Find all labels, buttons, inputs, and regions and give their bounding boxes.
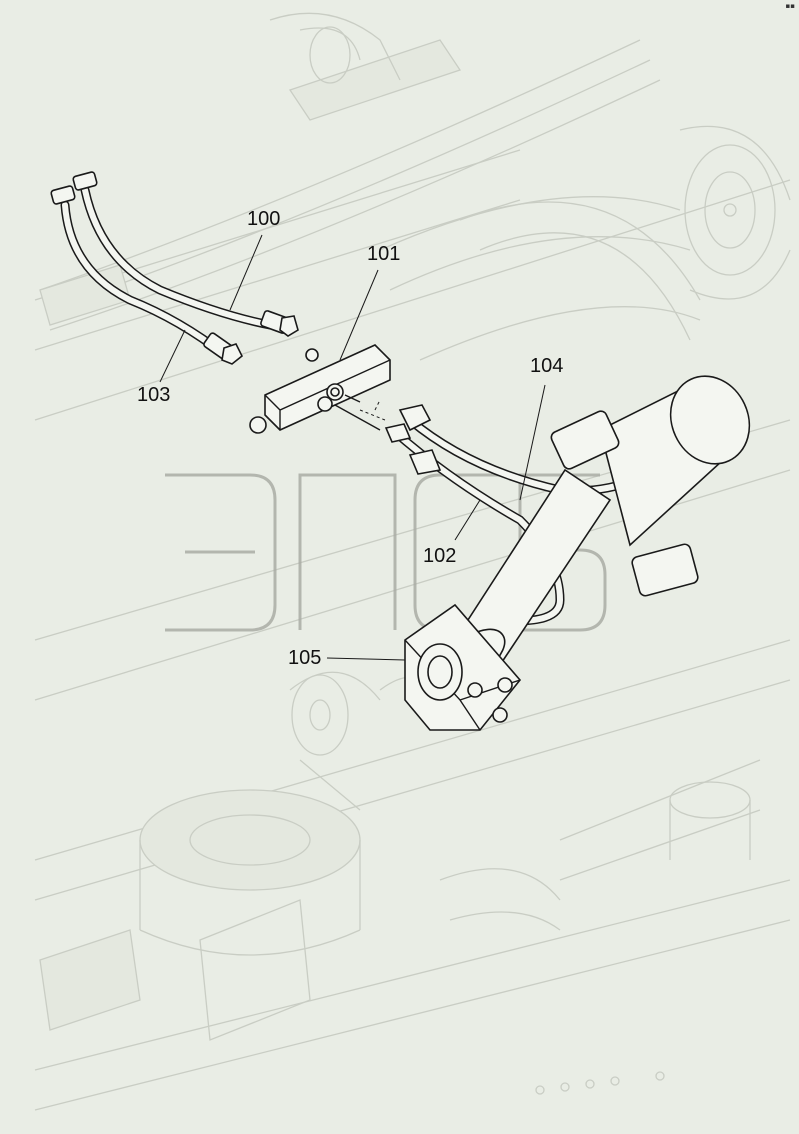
leader-lines: [159, 234, 546, 661]
mounting-block-105: [404, 603, 522, 731]
callout-100: 100: [247, 208, 281, 230]
callout-105: 105: [288, 647, 322, 669]
manifold-block-101: [249, 344, 391, 434]
hose-100: [72, 171, 299, 337]
background-frame: [34, 12, 791, 1111]
callout-103: 103: [137, 384, 171, 406]
hydraulic-cylinder: [450, 375, 751, 676]
callout-102: 102: [423, 545, 457, 567]
callout-104: 104: [530, 355, 564, 377]
corner-mark: ▪▪: [785, 2, 796, 10]
callout-101: 101: [367, 243, 401, 265]
hose-103: [50, 185, 244, 365]
